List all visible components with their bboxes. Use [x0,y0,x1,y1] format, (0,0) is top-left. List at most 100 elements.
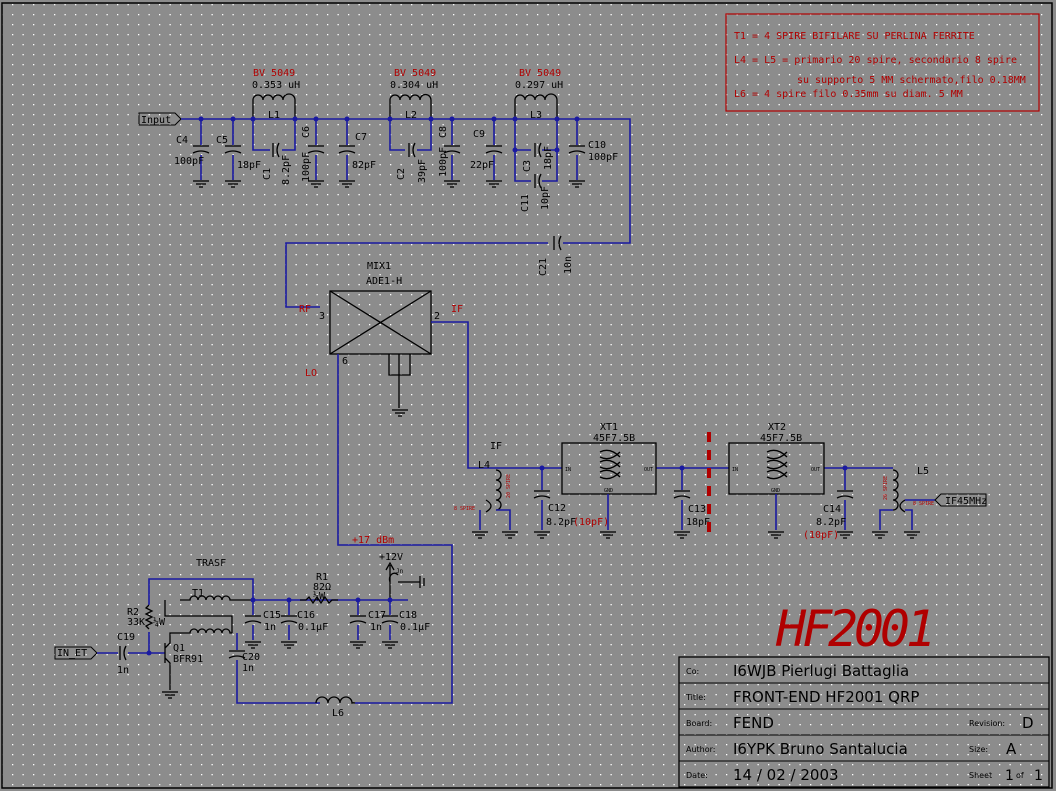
label: 1 [1005,768,1014,784]
label: C15 [263,610,281,621]
label: C17 [368,610,386,621]
capacitor-c9: C9 22pF [470,119,503,188]
label: IN [565,467,571,473]
label: 33K [127,617,145,628]
note-l6: L6 = 4 spire filo 0.35mm su diam. 5 MM [734,89,963,100]
label: C16 [297,610,315,621]
logo: HF2001 [775,600,936,658]
label: 100pF [588,152,618,163]
label: 39pF [417,159,428,183]
label: IN [732,467,738,473]
board-name: FEND [733,714,774,732]
label: C7 [355,132,367,143]
label: C1 [262,168,273,180]
label: 82pF [352,160,376,171]
label: (10pF) [803,530,839,541]
label: C13 [688,504,706,515]
label: 45F7.5B [593,433,635,444]
label: 20 SPIRE [506,474,512,498]
label: GND [604,488,613,494]
label: ¼W [153,616,166,628]
crystal-filter-xt2: XT2 45F7.5B IN OUT GND [728,422,825,539]
label: 0.304 uH [390,80,438,91]
note-support: su supporto 5 MM schermato,filo 0.18MM [797,75,1026,86]
crystal-filter-xt1: XT1 45F7.5B IN OUT GND [561,422,657,539]
label: 8.2pF [816,517,846,528]
label: 22pF [470,160,494,171]
input-port[interactable] [138,112,182,126]
label: 18pF [543,146,554,170]
capacitor-c7: C7 82pF [338,119,376,188]
label: Sheet [969,771,992,780]
label: IF45MHz [945,496,987,507]
label: L6 [332,708,344,719]
label: Author: [686,745,716,754]
label: L5 [917,466,929,477]
output-port-if45mhz[interactable] [934,493,987,507]
label: C6 [301,126,312,138]
label: C9 [473,129,485,140]
label: IF [451,304,463,315]
capacitor-c14: C14 8.2pF (10pF) [803,468,854,541]
label: MIX1 [367,261,391,272]
junctions-filter [198,116,580,153]
label: LO [305,368,317,379]
capacitor-c13: C13 18pF [673,468,710,539]
label: C18 [399,610,417,621]
input-port-label: Input [141,115,171,126]
transformer-l4: 20 SPIRE 8 SPIRE [454,469,519,539]
label: GND [771,488,780,494]
label: 45F7.5B [760,433,802,444]
label: 6 [342,356,348,367]
capacitor-c21: C21 10n [538,235,574,276]
label: +17 dBm [352,535,394,546]
title-block: Co: I6WJB Pierlugi Battaglia Title: FRON… [678,656,1050,788]
sheet-date: 14 / 02 / 2003 [733,766,839,784]
label: L1 [268,110,280,121]
label: 3 [319,311,325,322]
label: Co: [686,667,699,676]
label: (10pF) [573,517,609,528]
label: of [1016,771,1024,780]
label: C19 [117,632,135,643]
input-port-in-et[interactable] [54,646,98,660]
label: BV 5049 [519,68,561,79]
label: IN_ET [57,648,87,659]
label: OUT [811,467,820,473]
label: OUT [644,467,653,473]
notes-box: T1 = 4 SPIRE BIFILARE SU PERLINA FERRITE… [725,13,1040,112]
label: C10 [588,140,606,151]
label: C5 [216,135,228,146]
label: BV 5049 [253,68,295,79]
inductor-l1: BV 5049 0.353 uH L1 C1 8.2pF [252,68,300,185]
label: 1n [370,622,382,633]
label: ADE1-H [366,276,402,287]
label: BFR91 [173,654,203,665]
capacitor-c6: C6 100pF [301,119,325,188]
label: 18pF [237,160,261,171]
label: C21 [538,258,549,276]
label: T1 [192,588,204,599]
capacitor-c8: C8 100pF [438,119,461,188]
transformer-l5: L5 20 SPIRE 8 SPIRE IF45MHz [871,466,987,539]
resistor-r1 [300,595,338,605]
label: Board: [686,719,712,728]
label: 1n [264,622,276,633]
label: C2 [396,168,407,180]
label: L4 [478,460,490,471]
label: 82Ω [313,582,331,593]
capacitor-c12: C12 8.2pF (10pF) [533,468,609,539]
label: 10n [563,256,574,274]
label: L3 [530,110,542,121]
label: 0.1µF [298,622,328,633]
label: Revision: [969,719,1005,728]
label: 100pF [301,152,312,182]
label: 8.2pF [281,155,292,185]
label: XT2 [768,422,786,433]
sheet-size: A [1006,740,1017,758]
